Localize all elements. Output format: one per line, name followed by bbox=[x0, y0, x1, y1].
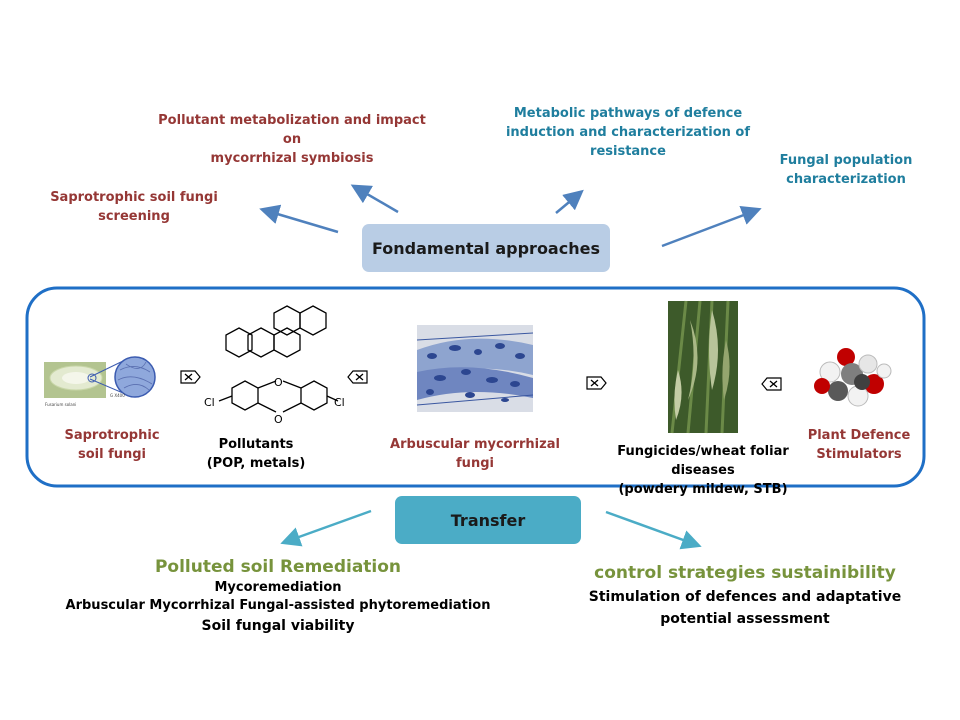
interaction-icon-3 bbox=[586, 376, 607, 390]
arbuscular-fungi-label: Arbuscular mycorrhizal fungi bbox=[390, 437, 560, 471]
chlorine-label-left: Cl bbox=[204, 396, 215, 409]
arrow-to-metabolic-pathways bbox=[555, 189, 584, 214]
central-panel-border bbox=[25, 286, 926, 488]
pollutant-metabolization-label: Pollutant metabolization and impact on m… bbox=[158, 113, 426, 166]
interaction-icon-4 bbox=[761, 377, 782, 391]
fondamental-approaches-box: Fondamental approaches bbox=[362, 224, 610, 272]
transfer-box: Transfer bbox=[395, 496, 581, 544]
wheat-photo bbox=[668, 300, 738, 434]
arrow-to-saprotrophic-screening bbox=[259, 204, 339, 234]
interaction-icon-2 bbox=[347, 370, 368, 384]
remediation-title: Polluted soil Remediation bbox=[154, 557, 402, 577]
interaction-icon-1 bbox=[180, 370, 201, 384]
arrow-to-remediation bbox=[280, 509, 372, 547]
oxygen-label-bottom: O bbox=[274, 413, 283, 426]
dioxin-molecule-icon bbox=[218, 380, 339, 413]
mycorrhizal-micrograph bbox=[416, 325, 534, 412]
petri-dish-image bbox=[44, 356, 156, 398]
arrow-to-fungal-population bbox=[661, 205, 762, 248]
transfer-label: Transfer bbox=[450, 510, 526, 530]
chlorine-label-right: Cl bbox=[334, 396, 345, 409]
petri-caption-left: Fusarium solani bbox=[45, 402, 76, 407]
saprotrophic-fungi-label: Saprotrophic soil fungi bbox=[64, 428, 160, 462]
pah-molecule-icon bbox=[225, 305, 327, 358]
stimulation-label: Stimulation of defences and adaptative p… bbox=[588, 589, 902, 627]
amf-phytoremediation-label: Arbuscular Mycorrhizal Fungal-assisted p… bbox=[65, 598, 491, 613]
saprotrophic-screening-label: Saprotrophic soil fungi screening bbox=[50, 190, 218, 224]
fondamental-approaches-label: Fondamental approaches bbox=[372, 238, 600, 258]
space-filling-molecule-icon bbox=[814, 348, 892, 407]
arrow-to-control-strategies bbox=[605, 510, 702, 550]
control-strategies-title: control strategies sustainibility bbox=[594, 563, 896, 583]
plant-defence-label: Plant Defence Stimulators bbox=[807, 428, 911, 462]
oxygen-label-top: O bbox=[274, 376, 283, 389]
petri-caption-right: G X400 bbox=[110, 393, 125, 398]
metabolic-pathways-label: Metabolic pathways of defence induction … bbox=[505, 106, 751, 159]
fungal-population-label: Fungal population characterization bbox=[779, 153, 913, 187]
fungicides-label: Fungicides/wheat foliar diseases (powder… bbox=[617, 444, 789, 497]
arrow-to-pollutant-metabolization bbox=[350, 184, 399, 214]
pollutants-label: Pollutants (POP, metals) bbox=[206, 437, 306, 471]
mycoremediation-label: Mycoremediation bbox=[214, 580, 342, 595]
soil-viability-label: Soil fungal viability bbox=[201, 618, 355, 634]
